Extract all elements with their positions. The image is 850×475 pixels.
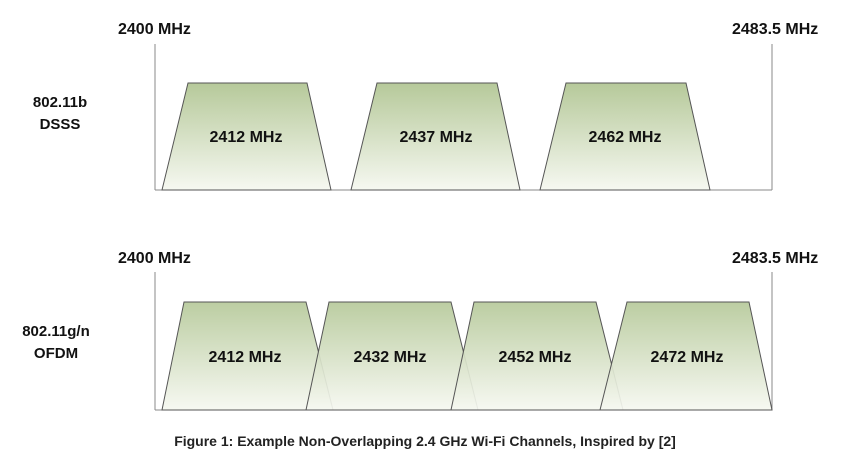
channel-diagram-dsss: 2412 MHz 2437 MHz 2462 MHz (154, 44, 773, 191)
channel-diagram-ofdm: 2412 MHz 2432 MHz 2452 MHz 2472 MHz (154, 272, 773, 411)
range-start-label-2: 2400 MHz (118, 250, 191, 267)
range-end-label-2: 2483.5 MHz (732, 250, 819, 267)
channel-2432-mask: 2432 MHz (305, 301, 479, 411)
channel-2412-label: 2412 MHz (209, 349, 282, 366)
channel-2432-label: 2432 MHz (354, 349, 427, 366)
channel-2472-label: 2472 MHz (651, 349, 724, 366)
channel-2462-label: 2462 MHz (589, 129, 662, 146)
channel-2437-mask: 2437 MHz (350, 82, 521, 191)
channel-2412-mask: 2412 MHz (161, 82, 332, 191)
standard-name-1: 802.11b (32, 94, 88, 111)
range-start-label-1: 2400 MHz (118, 21, 191, 38)
standard-label-1: 802.11b DSSS (10, 92, 110, 136)
channel-2437-label: 2437 MHz (400, 129, 473, 146)
modulation-name-2: OFDM (33, 345, 79, 362)
channel-2452-label: 2452 MHz (499, 349, 572, 366)
standard-name-2: 802.11g/n (22, 323, 90, 340)
standard-label-2: 802.11g/n OFDM (6, 321, 106, 365)
figure-caption: Figure 1: Example Non-Overlapping 2.4 GH… (174, 433, 676, 449)
modulation-name-1: DSSS (39, 116, 81, 133)
channel-2412-label: 2412 MHz (210, 129, 283, 146)
range-end-label-1: 2483.5 MHz (732, 21, 819, 38)
channel-2412-mask: 2412 MHz (161, 301, 334, 411)
channel-2462-mask: 2462 MHz (539, 82, 711, 191)
channel-2452-mask: 2452 MHz (450, 301, 624, 411)
channel-2472-mask: 2472 MHz (599, 301, 773, 411)
